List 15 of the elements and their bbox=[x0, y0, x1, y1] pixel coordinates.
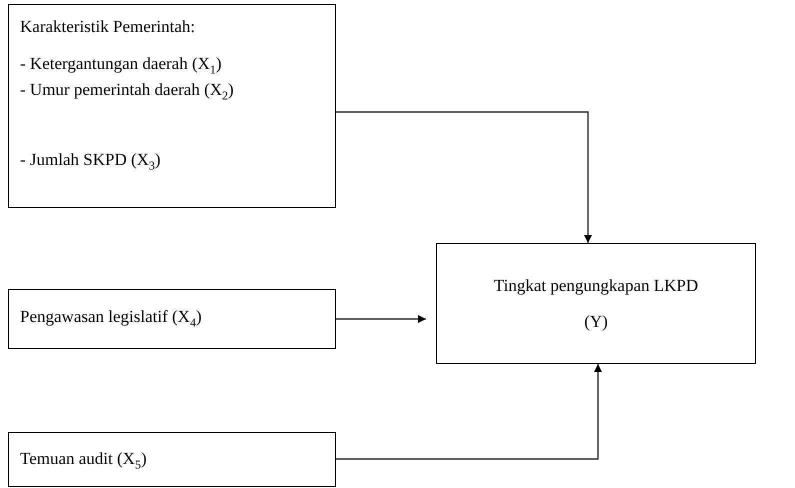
node-label: Tingkat pengungkapan LKPD bbox=[492, 276, 700, 296]
heading-text: Karakteristik Pemerintah: bbox=[20, 17, 196, 37]
node-label: Temuan audit (X$_{5}$) bbox=[20, 449, 147, 469]
variable-box bbox=[8, 4, 336, 208]
node-label: Pengawasan legislatif (X$_{4}$) bbox=[20, 307, 202, 327]
list-item: - Jumlah SKPD (X$_{3}$) bbox=[20, 149, 162, 171]
list-item: - Ketergantungan daerah (X$_{1}$) bbox=[20, 53, 223, 75]
list-item: - Umur pemerintah daerah (X$_{2}$) bbox=[20, 79, 235, 101]
arrow bbox=[336, 364, 602, 460]
node-label: (Y) bbox=[583, 312, 609, 332]
outcome-box bbox=[436, 243, 756, 364]
variable-box bbox=[8, 432, 336, 487]
arrow bbox=[336, 111, 592, 243]
variable-box bbox=[8, 289, 336, 349]
arrow bbox=[336, 315, 426, 323]
